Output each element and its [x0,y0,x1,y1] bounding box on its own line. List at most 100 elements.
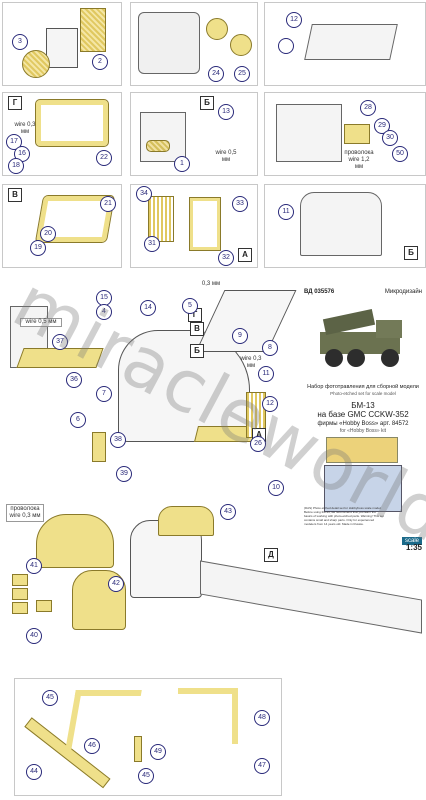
kit-reference-en: for «Hobby Boss» kit [339,428,387,434]
wire-note-6: wire 0,3 мм [240,356,262,369]
label-41: 41 [26,558,42,574]
subtitle-ru: Набор фототравления для сборной модели [307,384,419,390]
label-30: 30 [382,130,398,146]
part-dash-plate [344,124,370,144]
label-12: 12 [286,12,302,28]
label-11b: 11 [258,366,274,382]
label-31: 31 [144,236,160,252]
label-39: 39 [116,466,132,482]
box-label-d: Д [264,548,278,562]
box-label-b1: Б [200,96,214,110]
label-3: 3 [12,34,28,50]
part-step-plate-36 [16,348,104,368]
part-41-plate-a [12,574,28,586]
truck-image [314,298,414,378]
wire-note-2: wire 0,5 мм [215,150,237,163]
label-32: 32 [218,250,234,266]
part-41-plate-b [12,588,28,600]
part-door-panel [140,112,186,162]
label-6: 6 [70,412,86,428]
brand-name: Микродизайн [384,289,422,295]
part-45-bracket [64,690,142,756]
scale-value: 1:35 [405,543,422,552]
label-20: 20 [40,226,56,242]
warning-text: (DAS) Photo etched detail set for Hobbyb… [304,506,384,526]
part-cab-floor [304,24,398,60]
subtitle-en: Photo-etched set for scale model [330,391,396,396]
part-engine-block [138,12,200,74]
label-4: 4 [96,304,112,320]
label-46: 46 [84,738,100,754]
label-40: 40 [26,628,42,644]
box-label-v1: В [8,188,22,202]
label-26: 26 [250,436,266,452]
label-48: 48 [254,710,270,726]
label-10: 10 [268,480,284,496]
label-1: 1 [174,156,190,172]
wire-note-1: wire 0,3 мм [14,122,36,135]
part-windshield-frame-g [35,99,109,147]
model-base: на базе GMC CCKW-352 [317,410,409,419]
box-label-b2: Б [404,246,418,260]
instruction-title-block: ВД 035576 Микродизайн Набор фототравлени… [302,285,424,555]
part-grille-frame [189,197,221,251]
label-19: 19 [30,240,46,256]
part-38-strip [92,432,106,462]
label-9: 9 [232,328,248,344]
part-cab-rear [300,192,382,256]
fret-steel [324,465,402,512]
part-radiator-grille [46,28,78,68]
part-roof-43 [158,506,214,536]
box-label-b3: Б [190,344,204,358]
part-hood [195,290,297,352]
box-label-g1: Г [8,96,22,110]
box-label-v2: В [190,322,204,336]
part-40-plate-b [36,600,52,612]
part-fan-2 [230,34,252,56]
label-36: 36 [66,372,82,388]
label-7: 7 [96,386,112,402]
label-51 [278,38,294,54]
label-11: 11 [278,204,294,220]
label-45b: 45 [138,768,154,784]
part-round-mesh [22,50,50,78]
fret-brass [326,437,398,463]
part-mesh-screen [80,8,106,52]
part-chassis [200,560,422,634]
label-28: 28 [360,100,376,116]
model-name: БМ-13 [351,401,375,410]
box-label-a1: А [238,248,252,262]
label-47: 47 [254,758,270,774]
part-door-mesh [146,140,170,152]
wire-note-5: wire 0,5 мм [20,318,62,327]
label-13: 13 [218,104,234,120]
label-38: 38 [110,432,126,448]
part-grille-bars [148,196,174,242]
label-2: 2 [92,54,108,70]
label-21: 21 [100,196,116,212]
part-canopy-left [36,514,114,568]
part-fan-1 [206,18,228,40]
label-50: 50 [392,146,408,162]
label-45a: 45 [42,690,58,706]
part-40-plate-a [12,602,28,614]
label-34: 34 [136,186,152,202]
part-dashboard [276,104,342,162]
label-24: 24 [208,66,224,82]
label-12b: 12 [262,396,278,412]
label-43: 43 [220,504,236,520]
label-22: 22 [96,150,112,166]
wire-note-3: проволока wire 1,2 мм [344,150,374,170]
label-42: 42 [108,576,124,592]
wire-note-7: проволока wire 0,3 мм [6,504,44,522]
label-33: 33 [232,196,248,212]
label-8: 8 [262,340,278,356]
label-5: 5 [182,298,198,314]
label-18: 18 [8,158,24,174]
label-37: 37 [52,334,68,350]
label-14: 14 [140,300,156,316]
part-48-bracket [178,688,238,744]
wire-note-4: 0,3 мм [201,281,221,287]
label-44: 44 [26,764,42,780]
label-49: 49 [150,744,166,760]
